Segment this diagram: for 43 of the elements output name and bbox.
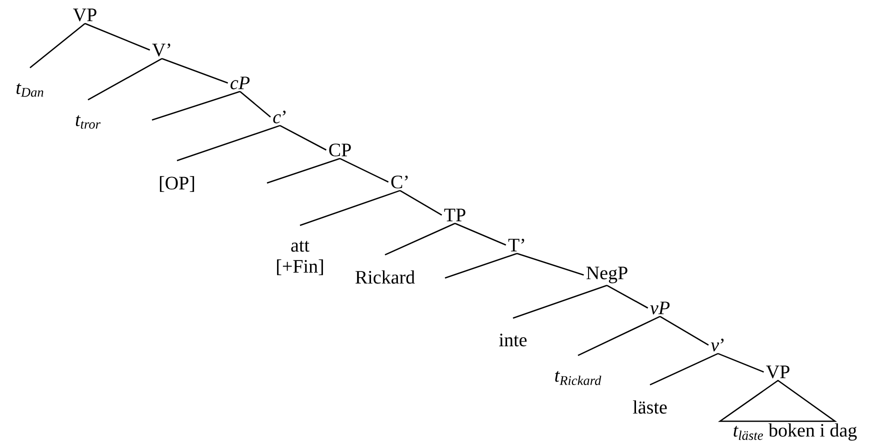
branch-line [280,124,327,151]
tree-label: t$_{tror}$ [76,115,101,129]
branch-line [84,22,150,51]
branch-line [300,190,400,226]
tree-label: V’ [152,44,170,56]
tree-label: cP [230,76,250,90]
branch-line [240,90,271,118]
tree-label: TP [444,208,466,222]
branch-line [340,158,389,183]
branch-line [660,316,709,346]
tree-label: Rickard [355,270,415,284]
branch-line [400,190,442,216]
tree-label: v’ [710,338,724,352]
tree-label: t$_{Dan}$ [16,83,44,97]
branch-line [512,284,608,319]
tree-label: c’ [273,110,286,124]
branch-line [650,352,718,386]
branch-line [162,58,228,84]
tree-label: inte [499,334,527,346]
tree-label: NegP [586,266,628,284]
branch-line [444,252,518,279]
branch-line [384,222,456,256]
branch-line [454,222,506,246]
tree-label: läste [632,400,667,414]
tree-label: T’ [508,238,524,252]
branch-line [152,90,240,121]
branch-line [578,316,660,356]
tree-label: VP [73,8,96,22]
branch-line [718,352,764,373]
tree-label: C’ [391,176,408,188]
tree-label: t$_{Rickard}$ [555,370,602,386]
tree-label: att [+Fin] [277,240,323,276]
tree-label: vP [650,302,670,314]
branch-line [266,158,340,184]
branch-line [606,284,648,309]
branch-line [88,58,162,100]
branch-line [176,124,280,162]
tree-label: VP [766,366,790,378]
tree-label: [OP] [160,176,194,192]
branch-line [516,252,584,276]
tree-label: t$_{läste}$ boken i dag [734,423,857,441]
branch-line [30,23,86,68]
tree-label: CP [329,144,351,156]
